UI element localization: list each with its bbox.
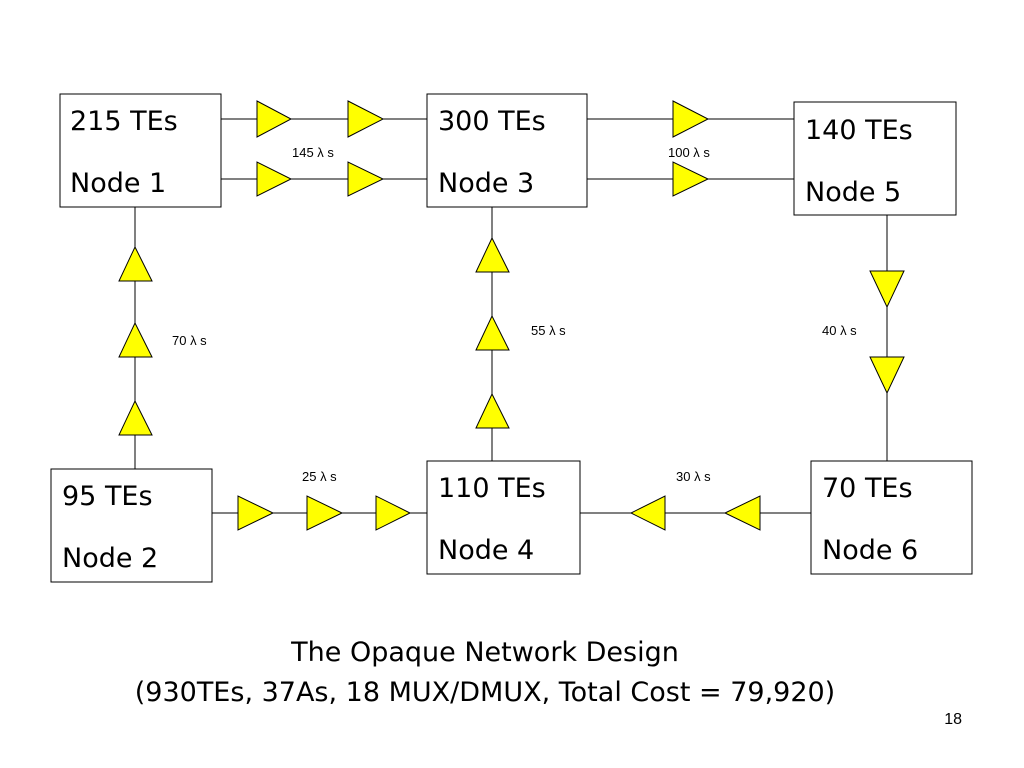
link-label-n4-n3: 55 λ s xyxy=(531,323,566,338)
amplifier-triangle-icon xyxy=(475,392,510,429)
node-te-count: 95 TEs xyxy=(62,481,153,512)
amplifier-triangle-icon xyxy=(118,399,153,436)
amplifier-triangle-icon xyxy=(256,100,293,138)
node-box xyxy=(50,468,213,583)
node-label: Node 3 xyxy=(438,168,534,199)
node-te-count: 215 TEs xyxy=(70,106,178,137)
link-label-n1-n3: 145 λ s xyxy=(292,145,334,160)
amplifier-triangle-icon xyxy=(475,236,510,273)
link-label-n6-n4: 30 λ s xyxy=(676,469,711,484)
node-box xyxy=(426,93,588,208)
link-label-n2-n4: 25 λ s xyxy=(302,469,337,484)
diagram-subtitle: (930TEs, 37As, 18 MUX/DMUX, Total Cost =… xyxy=(135,677,835,708)
node-label: Node 5 xyxy=(805,177,901,208)
amplifier-triangle-icon xyxy=(672,100,710,138)
node-2: 95 TEs Node 2 xyxy=(50,468,213,583)
amplifier-triangle-icon xyxy=(869,270,905,309)
amplifier-triangle-icon xyxy=(475,314,510,351)
node-box xyxy=(426,460,581,575)
link-label-n5-n6: 40 λ s xyxy=(822,323,857,338)
node-1: 215 TEs Node 1 xyxy=(59,93,222,208)
amplifier-triangle-icon xyxy=(629,495,666,531)
link-label-n3-n5: 100 λ s xyxy=(668,145,710,160)
amplifier-triangle-icon xyxy=(118,245,153,282)
amplifier-triangle-icon xyxy=(375,495,412,531)
amplifier-triangle-icon xyxy=(672,161,710,197)
node-te-count: 300 TEs xyxy=(438,106,546,137)
node-label: Node 4 xyxy=(438,535,534,566)
amplifiers xyxy=(118,100,905,531)
link-labels: 145 λ s 100 λ s 70 λ s 55 λ s 40 λ s 25 … xyxy=(172,145,857,484)
node-box xyxy=(59,93,222,208)
node-label: Node 1 xyxy=(70,168,166,199)
node-box xyxy=(810,460,973,575)
amplifier-triangle-icon xyxy=(869,356,905,395)
node-box xyxy=(793,101,957,216)
node-te-count: 110 TEs xyxy=(438,473,546,504)
amplifier-triangle-icon xyxy=(306,495,344,531)
amplifier-triangle-icon xyxy=(723,495,761,531)
node-5: 140 TEs Node 5 xyxy=(793,101,957,216)
page-number: 18 xyxy=(944,711,962,728)
node-label: Node 2 xyxy=(62,543,158,574)
amplifier-triangle-icon xyxy=(237,495,275,531)
link-label-n2-n1: 70 λ s xyxy=(172,333,207,348)
amplifier-triangle-icon xyxy=(118,321,153,358)
node-te-count: 70 TEs xyxy=(822,473,913,504)
node-label: Node 6 xyxy=(822,535,918,566)
amplifier-triangle-icon xyxy=(347,100,385,138)
diagram-title: The Opaque Network Design xyxy=(290,637,679,668)
node-6: 70 TEs Node 6 xyxy=(810,460,973,575)
amplifier-triangle-icon xyxy=(256,161,293,197)
node-3: 300 TEs Node 3 xyxy=(426,93,588,208)
node-te-count: 140 TEs xyxy=(805,115,913,146)
amplifier-triangle-icon xyxy=(347,161,385,197)
node-4: 110 TEs Node 4 xyxy=(426,460,581,575)
